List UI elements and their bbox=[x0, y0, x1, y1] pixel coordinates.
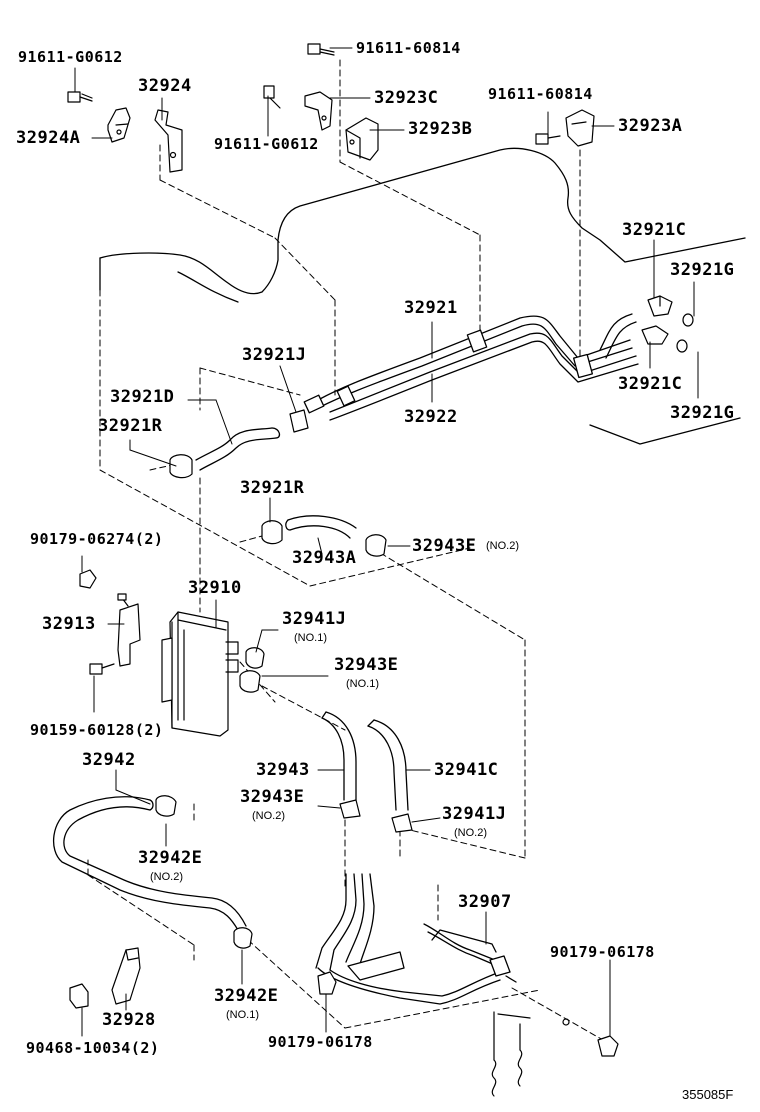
label-32923b: 32923B bbox=[408, 119, 473, 139]
label-32943e-no1: 32943E bbox=[334, 655, 399, 675]
clamp-32943e-no2-low bbox=[340, 800, 360, 818]
label-32921: 32921 bbox=[404, 298, 458, 318]
label-32913: 32913 bbox=[42, 614, 96, 634]
label-32923c: 32923C bbox=[374, 88, 439, 108]
bolt-91611-60814-top bbox=[308, 44, 334, 55]
bracket-32923c bbox=[305, 92, 332, 130]
label-90179-06178-bottom: 90179-06178 bbox=[268, 1033, 373, 1051]
sub-no1-c: (NO.1) bbox=[226, 1009, 259, 1021]
label-32921j: 32921J bbox=[242, 345, 307, 365]
tube-32921-32922 bbox=[304, 314, 638, 420]
gasket-32921g-top bbox=[683, 314, 693, 326]
label-32943: 32943 bbox=[256, 760, 310, 780]
label-91611-60814-top: 91611-60814 bbox=[356, 39, 461, 57]
sub-no2-c: (NO.2) bbox=[454, 827, 487, 839]
tube-32907 bbox=[316, 874, 516, 1004]
clamp-32942e-no2 bbox=[156, 796, 176, 816]
label-32907: 32907 bbox=[458, 892, 512, 912]
sub-no2-b: (NO.2) bbox=[252, 810, 285, 822]
bolt-90159-60128 bbox=[90, 664, 114, 674]
label-90179-06178-right: 90179-06178 bbox=[550, 943, 655, 961]
gasket-32921g-bottom bbox=[677, 340, 687, 352]
label-32921c-top: 32921C bbox=[622, 220, 687, 240]
radiator-break bbox=[492, 1012, 530, 1096]
label-32943e-no2-top: 32943E bbox=[412, 536, 477, 556]
label-32921g-bottom: 32921G bbox=[670, 403, 735, 423]
label-32910: 32910 bbox=[188, 578, 242, 598]
bolt-91611-g0612-mid bbox=[264, 86, 280, 108]
sub-no1-a: (NO.1) bbox=[294, 632, 327, 644]
label-32943a: 32943A bbox=[292, 548, 357, 568]
label-32941j-no2: 32941J bbox=[442, 804, 507, 824]
clamp-32943e-no2-top bbox=[366, 535, 386, 556]
bracket-32923a bbox=[566, 110, 594, 146]
sub-no2-a: (NO.2) bbox=[486, 540, 519, 552]
label-32942: 32942 bbox=[82, 750, 136, 770]
label-91611-g0612-top: 91611-G0612 bbox=[18, 48, 123, 66]
bolt-90179-06274 bbox=[80, 570, 96, 588]
clamp-32943e-no1 bbox=[240, 671, 260, 692]
label-32922: 32922 bbox=[404, 407, 458, 427]
label-32921r-left: 32921R bbox=[98, 416, 163, 436]
label-32921c-bottom: 32921C bbox=[618, 374, 683, 394]
engine-outline bbox=[100, 148, 745, 444]
sub-no2-d: (NO.2) bbox=[150, 871, 183, 883]
solid-leaders bbox=[75, 48, 698, 1036]
label-90179-06274: 90179-06274(2) bbox=[30, 530, 164, 548]
label-32941j-no1: 32941J bbox=[282, 609, 347, 629]
sub-no1-b: (NO.1) bbox=[346, 678, 379, 690]
nut-90179-06178-right bbox=[598, 1036, 618, 1056]
small-washer bbox=[563, 1019, 569, 1025]
clamp-32921j bbox=[290, 410, 308, 432]
bolt-91611-60814-right bbox=[536, 134, 560, 144]
bracket-32924a bbox=[108, 108, 130, 142]
label-32921g-top: 32921G bbox=[670, 260, 735, 280]
hose-32942 bbox=[54, 797, 246, 930]
label-32921d: 32921D bbox=[110, 387, 175, 407]
bracket-32913 bbox=[118, 594, 140, 666]
hose-32943a bbox=[286, 516, 356, 538]
label-90468-10034: 90468-10034(2) bbox=[26, 1039, 160, 1057]
hose-32921d bbox=[196, 428, 279, 470]
label-32943e-no2-low: 32943E bbox=[240, 787, 305, 807]
oil-cooler-32910 bbox=[162, 612, 238, 736]
dashed-leaders bbox=[88, 60, 603, 1040]
bracket-32923b bbox=[346, 118, 378, 160]
clamp-32941j-no2 bbox=[392, 814, 412, 832]
clamp-32921r-left bbox=[170, 455, 192, 478]
nut-90179-06178-bottom bbox=[318, 972, 336, 994]
label-32921r-mid: 32921R bbox=[240, 478, 305, 498]
label-32942e-no1: 32942E bbox=[214, 986, 279, 1006]
label-32924: 32924 bbox=[138, 76, 192, 96]
diagram-reference-number: 355085F bbox=[682, 1087, 734, 1102]
fitting-32921c-bottom bbox=[642, 326, 668, 344]
label-91611-g0612-mid: 91611-G0612 bbox=[214, 135, 319, 153]
bracket-32928 bbox=[112, 948, 140, 1004]
clamp-32942e-no1 bbox=[234, 928, 252, 948]
hose-32941c bbox=[368, 720, 408, 810]
nut-90468-10034 bbox=[70, 984, 88, 1008]
bolt-91611-g0612-top bbox=[68, 92, 92, 102]
label-90159-60128: 90159-60128(2) bbox=[30, 721, 164, 739]
label-32941c: 32941C bbox=[434, 760, 499, 780]
label-32923a: 32923A bbox=[618, 116, 683, 136]
clamp-32921r-mid bbox=[262, 521, 282, 544]
label-32942e-no2: 32942E bbox=[138, 848, 203, 868]
label-32928: 32928 bbox=[102, 1010, 156, 1030]
clamp-32941j-no1 bbox=[246, 648, 264, 668]
label-91611-60814-right: 91611-60814 bbox=[488, 85, 593, 103]
bracket-32924 bbox=[155, 110, 182, 172]
fitting-32921c-top bbox=[648, 296, 672, 316]
label-32924a: 32924A bbox=[16, 128, 81, 148]
hose-32943 bbox=[322, 712, 356, 800]
